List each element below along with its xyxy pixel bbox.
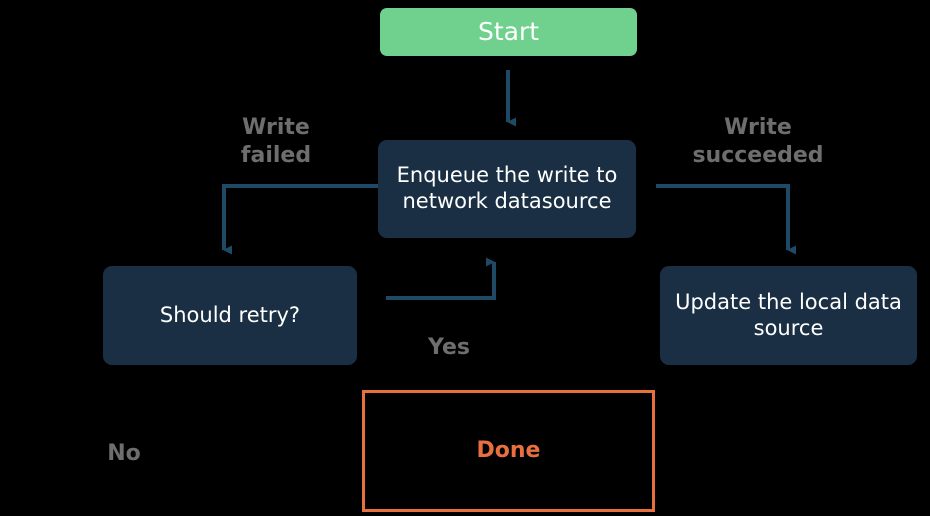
edge-label-write-succeeded: Write succeeded [692, 115, 824, 169]
edge-label-write-failed: Write failed [240, 115, 312, 169]
node-done[interactable]: Done [362, 390, 655, 512]
node-start[interactable]: Start [380, 8, 637, 56]
node-update-local-datasource[interactable]: Update the local data source [660, 266, 917, 365]
node-enqueue-write[interactable]: Enqueue the write to network datasource [378, 140, 636, 238]
edge-label-no: No [107, 441, 141, 466]
edge-enqueue-to-update-local [656, 184, 796, 255]
node-should-retry[interactable]: Should retry? [103, 266, 357, 365]
edge-should-retry-yes-to-enqueue [386, 257, 496, 300]
edge-enqueue-to-should-retry [222, 184, 378, 255]
edge-label-yes: Yes [428, 335, 470, 360]
